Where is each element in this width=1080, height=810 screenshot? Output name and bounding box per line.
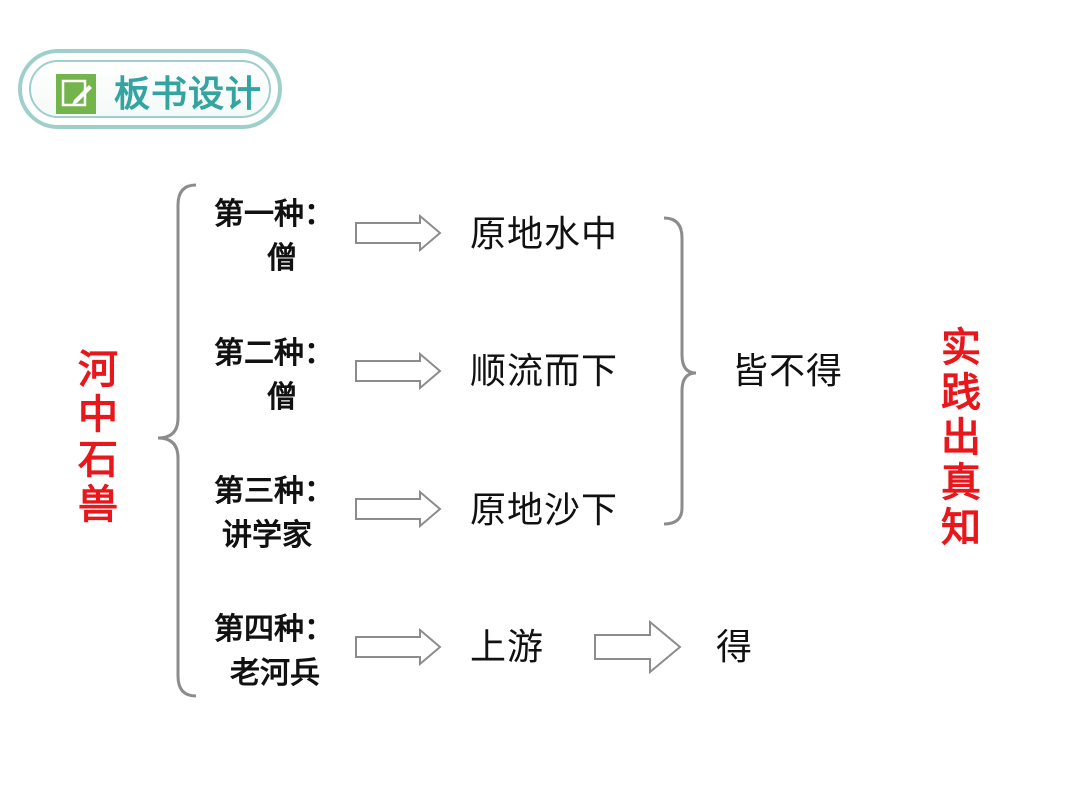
arrow-type-3 [355, 489, 442, 529]
type-label-1: 第一种： [214, 197, 334, 232]
left-curly-brace [157, 183, 197, 698]
result-2: 顺流而下 [470, 351, 619, 392]
group-conclusion: 皆不得 [732, 351, 844, 392]
result-1: 原地水中 [470, 214, 619, 255]
result-4: 上游 [470, 627, 545, 668]
result-3: 原地沙下 [470, 490, 619, 531]
header-badge: 板书设计 [18, 49, 282, 129]
pencil-icon [56, 74, 96, 114]
page-title: 板书设计 [114, 74, 263, 115]
type-who-1: 僧 [267, 241, 297, 276]
type-who-4: 老河兵 [230, 656, 320, 691]
arrow-type-1 [355, 213, 442, 253]
fourth-conclusion: 得 [716, 627, 754, 668]
arrow-type-2 [355, 351, 442, 391]
type-who-3: 讲学家 [222, 518, 312, 553]
right-title: 实践出真知 [941, 325, 981, 551]
type-who-2: 僧 [267, 380, 297, 415]
right-curly-brace [663, 216, 697, 526]
arrow-to-conclusion [594, 619, 682, 675]
type-label-3: 第三种： [214, 474, 334, 509]
type-label-2: 第二种： [214, 336, 334, 371]
arrow-type-4 [355, 627, 442, 667]
type-label-4: 第四种： [214, 612, 334, 647]
left-title: 河中石兽 [78, 347, 118, 528]
